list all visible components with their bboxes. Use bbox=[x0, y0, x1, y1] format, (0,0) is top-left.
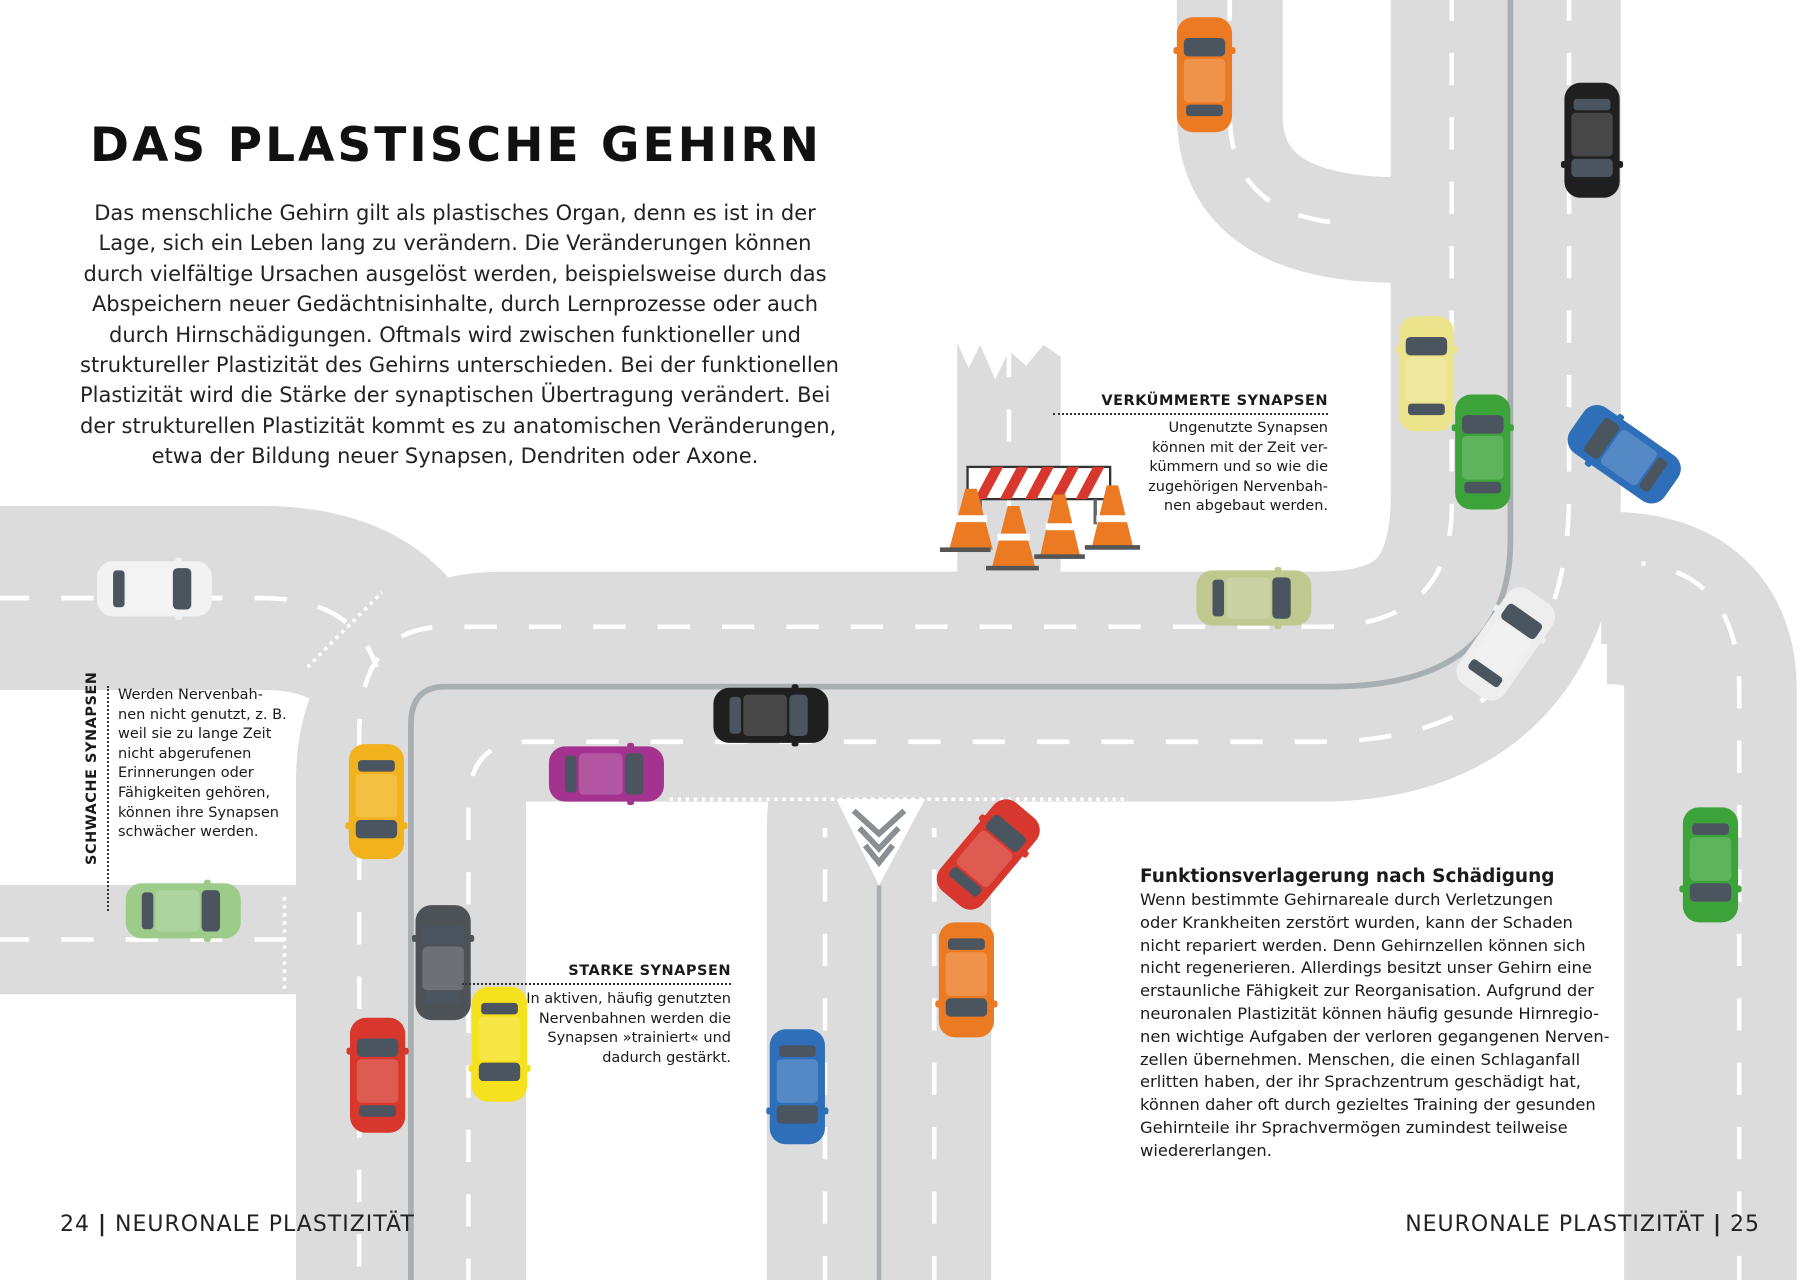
section-line: wiedererlangen. bbox=[1140, 1140, 1272, 1160]
section-heading: Funktionsverlagerung nach Schädigung bbox=[1140, 866, 1555, 887]
intro-line: durch Hirnschädigungen. Oftmals wird zwi… bbox=[109, 322, 801, 347]
note-line: weil sie zu lange Zeit bbox=[118, 726, 272, 743]
center-divider bbox=[408, 0, 1514, 1280]
section-line: nen wichtige Aufgaben der verloren gegan… bbox=[1140, 1026, 1610, 1046]
dotted-divider bbox=[107, 686, 109, 911]
road-barrier bbox=[966, 465, 1112, 525]
intro-line: etwa der Bildung neuer Synapsen, Dendrit… bbox=[151, 444, 759, 469]
dotted-divider bbox=[462, 983, 731, 985]
note-line: Synapsen »trainiert« und bbox=[547, 1030, 731, 1047]
lane-markings bbox=[0, 0, 1739, 1280]
page-title: DAS PLASTISCHE GEHIRN bbox=[90, 118, 822, 173]
note-heading: VERKÜMMERTE SYNAPSEN bbox=[1101, 393, 1328, 409]
note-line: Nervenbahnen werden die bbox=[538, 1010, 731, 1027]
dotted-divider bbox=[1053, 413, 1328, 415]
footer-separator: | bbox=[98, 1212, 108, 1237]
note-line: nicht abgerufenen bbox=[118, 745, 252, 762]
note-line: können ihre Synapsen bbox=[118, 804, 279, 821]
schwache-synapsen-heading: SCHWACHE SYNAPSEN bbox=[84, 671, 100, 865]
intro-paragraph: Das menschliche Gehirn gilt als plastisc… bbox=[80, 198, 839, 472]
funktionsverlagerung-section: Funktionsverlagerung nach Schädigung Wen… bbox=[1140, 866, 1610, 1163]
section-line: erstaunliche Fähigkeit zur Reorganisatio… bbox=[1140, 981, 1594, 1001]
note-line: kümmern und so wie die bbox=[1149, 459, 1328, 476]
note-line: Ungenutzte Synapsen bbox=[1168, 420, 1328, 436]
footer-left: 24 | NEURONALE PLASTIZITÄT bbox=[60, 1212, 415, 1237]
intro-line: der strukturellen Plastizität kommt es z… bbox=[80, 413, 837, 438]
section-line: Gehirnteile ihr Sprachvermögen zumindest… bbox=[1140, 1117, 1568, 1137]
intro-line: durch vielfältige Ursachen ausgelöst wer… bbox=[83, 261, 827, 286]
running-title-left: NEURONALE PLASTIZITÄT bbox=[115, 1212, 415, 1237]
section-line: erlitten haben, der ihr Sprachzentrum ge… bbox=[1140, 1072, 1581, 1092]
verkuemmerte-synapsen-note: VERKÜMMERTE SYNAPSEN Ungenutzte Synapsen… bbox=[1028, 393, 1328, 517]
note-line: dadurch gestärkt. bbox=[602, 1049, 731, 1066]
footer-right: NEURONALE PLASTIZITÄT | 25 bbox=[1405, 1212, 1760, 1237]
intro-line: Abspeichern neuer Gedächtnisinhalte, dur… bbox=[91, 292, 819, 317]
intro-line: Das menschliche Gehirn gilt als plastisc… bbox=[94, 201, 816, 225]
note-line: nen nicht genutzt, z. B. bbox=[118, 706, 287, 723]
section-line: nicht repariert werden. Denn Gehirnzelle… bbox=[1140, 935, 1586, 955]
schwache-synapsen-note: Werden Nervenbah- nen nicht genutzt, z. … bbox=[118, 686, 287, 843]
section-line: neuronalen Plastizität können häufig ges… bbox=[1140, 1003, 1600, 1023]
intro-line: Plastizität wird die Stärke der synaptis… bbox=[80, 383, 831, 408]
note-line: nen abgebaut werden. bbox=[1163, 498, 1328, 515]
note-line: schwächer werden. bbox=[118, 824, 259, 841]
note-line: Werden Nervenbah- bbox=[118, 687, 263, 703]
yield-chevrons bbox=[836, 799, 926, 886]
note-line: In aktiven, häufig genutzten bbox=[526, 991, 731, 1007]
note-line: Fähigkeiten gehören, bbox=[118, 784, 271, 801]
traffic-cones bbox=[939, 485, 1141, 571]
section-line: nicht regenerieren. Allerdings besitzt u… bbox=[1140, 958, 1592, 978]
page-number-right: 25 bbox=[1730, 1212, 1760, 1237]
note-heading: STARKE SYNAPSEN bbox=[568, 963, 731, 979]
section-line: oder Krankheiten zerstört wurden, kann d… bbox=[1140, 912, 1573, 932]
note-line: zugehörigen Nervenbah- bbox=[1148, 478, 1328, 495]
running-title-right: NEURONALE PLASTIZITÄT bbox=[1405, 1212, 1705, 1237]
footer-separator: | bbox=[1712, 1212, 1722, 1237]
section-line: Wenn bestimmte Gehirnareale durch Verlet… bbox=[1140, 890, 1554, 909]
note-line: Erinnerungen oder bbox=[118, 765, 254, 782]
starke-synapsen-note: STARKE SYNAPSEN In aktiven, häufig genut… bbox=[462, 963, 731, 1068]
section-line: zellen übernehmen. Menschen, die einen S… bbox=[1140, 1049, 1581, 1069]
page-number-left: 24 bbox=[60, 1212, 90, 1237]
intro-line: Lage, sich ein Leben lang zu verändern. … bbox=[98, 231, 812, 256]
note-line: können mit der Zeit ver- bbox=[1152, 439, 1328, 456]
section-line: können daher oft durch gezieltes Trainin… bbox=[1140, 1095, 1596, 1115]
intro-line: struktureller Plastizität des Gehirns un… bbox=[80, 353, 839, 378]
